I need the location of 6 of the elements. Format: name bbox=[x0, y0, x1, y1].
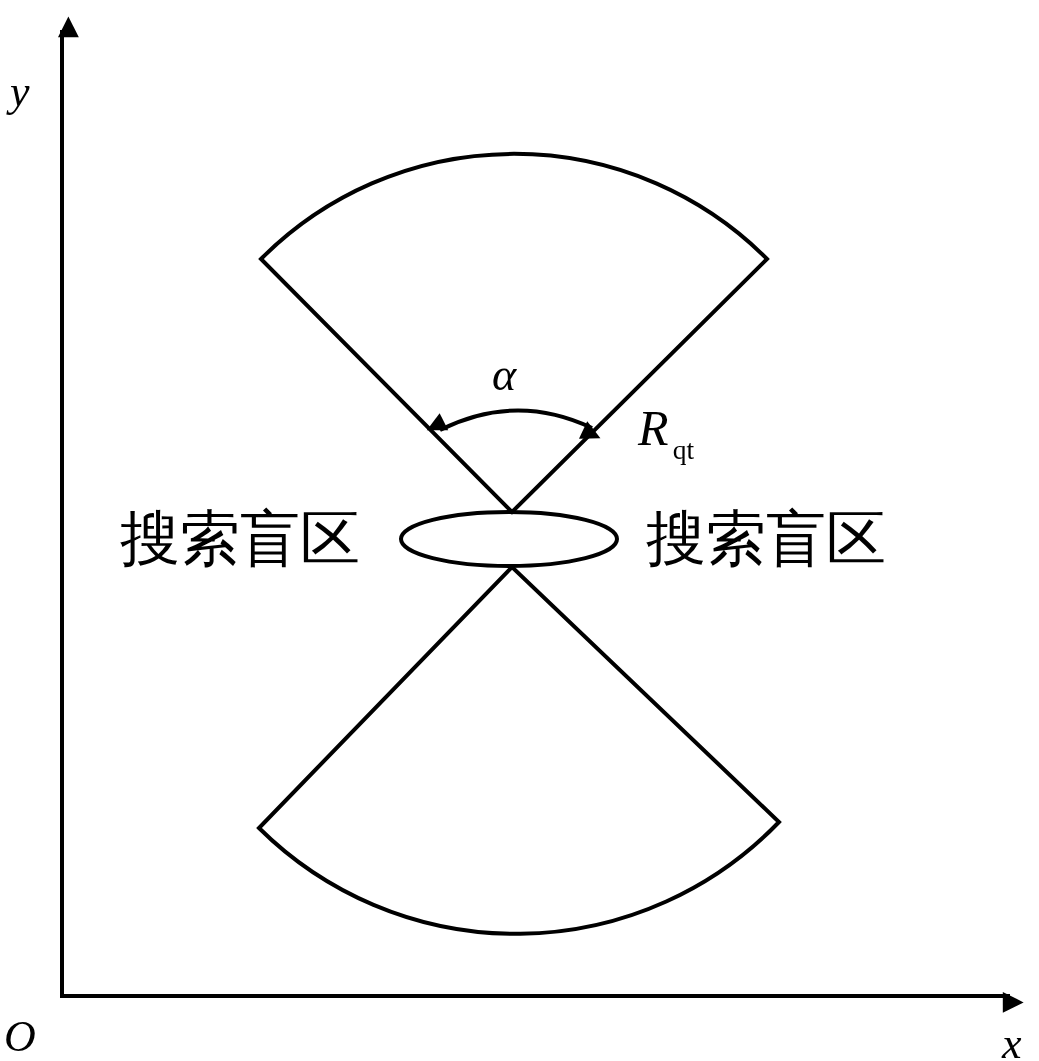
origin-label: O bbox=[4, 1015, 36, 1059]
region-label: 搜索盲区 bbox=[646, 508, 886, 568]
axis-label: x bbox=[1002, 1022, 1022, 1061]
angle-label: α bbox=[492, 352, 517, 398]
radius-label: R$_{qt}$ bbox=[638, 403, 695, 464]
region-label: 搜索盲区 bbox=[120, 508, 360, 568]
